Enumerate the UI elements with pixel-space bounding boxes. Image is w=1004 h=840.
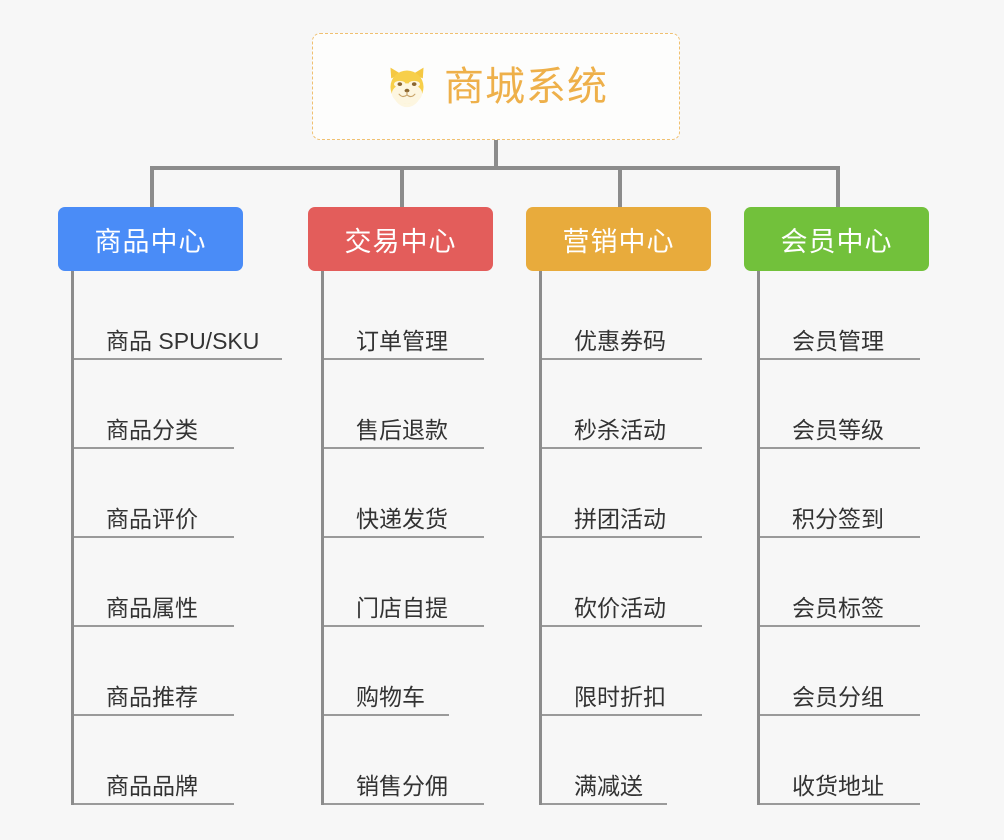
leaf-item[interactable]: 会员管理 [760,271,920,360]
leaf-list-4: 会员管理 会员等级 积分签到 会员标签 会员分组 收货地址 [757,271,929,805]
leaf-item[interactable]: 商品品牌 [74,716,234,805]
leaf-label: 商品分类 [106,416,198,443]
leaf-label: 优惠券码 [574,327,666,354]
leaf-label: 收货地址 [792,772,884,799]
leaf-label: 会员分组 [792,683,884,710]
leaf-label: 销售分佣 [356,772,448,799]
leaf-item[interactable]: 会员标签 [760,538,920,627]
leaf-item[interactable]: 销售分佣 [324,716,484,805]
leaf-item[interactable]: 快递发货 [324,449,484,538]
leaf-label: 商品品牌 [106,772,198,799]
connector-drop-3 [618,166,622,207]
leaf-list-1: 商品 SPU/SKU 商品分类 商品评价 商品属性 商品推荐 商品品牌 [71,271,282,805]
branch-header-4[interactable]: 会员中心 [744,207,929,271]
leaf-item[interactable]: 积分签到 [760,449,920,538]
leaf-item[interactable]: 会员分组 [760,627,920,716]
leaf-label: 商品属性 [106,594,198,621]
leaf-list-3: 优惠券码 秒杀活动 拼团活动 砍价活动 限时折扣 满减送 [539,271,711,805]
leaf-item[interactable]: 限时折扣 [542,627,702,716]
root-title: 商城系统 [444,64,608,109]
dog-face-icon [384,64,430,110]
leaf-item[interactable]: 会员等级 [760,360,920,449]
leaf-label: 积分签到 [792,505,884,532]
leaf-label: 订单管理 [356,327,448,354]
leaf-label: 售后退款 [356,416,448,443]
leaf-label: 会员标签 [792,594,884,621]
leaf-item[interactable]: 秒杀活动 [542,360,702,449]
branch-column-3: 营销中心 优惠券码 秒杀活动 拼团活动 砍价活动 限时折扣 满减送 [526,207,711,805]
leaf-item[interactable]: 商品分类 [74,360,234,449]
leaf-label: 会员等级 [792,416,884,443]
leaf-label: 商品评价 [106,505,198,532]
leaf-label: 满减送 [574,772,643,799]
branch-column-2: 交易中心 订单管理 售后退款 快递发货 门店自提 购物车 销售分佣 [308,207,493,805]
branch-header-3[interactable]: 营销中心 [526,207,711,271]
leaf-label: 商品 SPU/SKU [106,327,260,354]
leaf-item[interactable]: 购物车 [324,627,449,716]
branch-column-1: 商品中心 商品 SPU/SKU 商品分类 商品评价 商品属性 商品推荐 商品品牌 [58,207,282,805]
leaf-list-2: 订单管理 售后退款 快递发货 门店自提 购物车 销售分佣 [321,271,493,805]
leaf-label: 秒杀活动 [574,416,666,443]
leaf-item[interactable]: 商品 SPU/SKU [74,271,282,360]
leaf-label: 购物车 [356,683,425,710]
leaf-item[interactable]: 门店自提 [324,538,484,627]
leaf-label: 快递发货 [356,505,448,532]
connector-drop-1 [150,166,154,207]
leaf-item[interactable]: 优惠券码 [542,271,702,360]
leaf-label: 限时折扣 [574,683,666,710]
leaf-item[interactable]: 砍价活动 [542,538,702,627]
leaf-label: 砍价活动 [574,594,666,621]
root-node[interactable]: 商城系统 [312,33,680,140]
leaf-item[interactable]: 商品推荐 [74,627,234,716]
leaf-item[interactable]: 商品属性 [74,538,234,627]
leaf-item[interactable]: 满减送 [542,716,667,805]
connector-drop-2 [400,166,404,207]
leaf-item[interactable]: 收货地址 [760,716,920,805]
leaf-item[interactable]: 拼团活动 [542,449,702,538]
leaf-label: 门店自提 [356,594,448,621]
connector-drop-4 [836,166,840,207]
branch-header-2[interactable]: 交易中心 [308,207,493,271]
leaf-item[interactable]: 售后退款 [324,360,484,449]
branch-header-1[interactable]: 商品中心 [58,207,243,271]
leaf-label: 会员管理 [792,327,884,354]
connector-horizontal-bus [150,166,840,170]
leaf-item[interactable]: 商品评价 [74,449,234,538]
connector-root-stem [494,140,498,169]
branch-column-4: 会员中心 会员管理 会员等级 积分签到 会员标签 会员分组 收货地址 [744,207,929,805]
leaf-label: 拼团活动 [574,505,666,532]
leaf-item[interactable]: 订单管理 [324,271,484,360]
leaf-label: 商品推荐 [106,683,198,710]
